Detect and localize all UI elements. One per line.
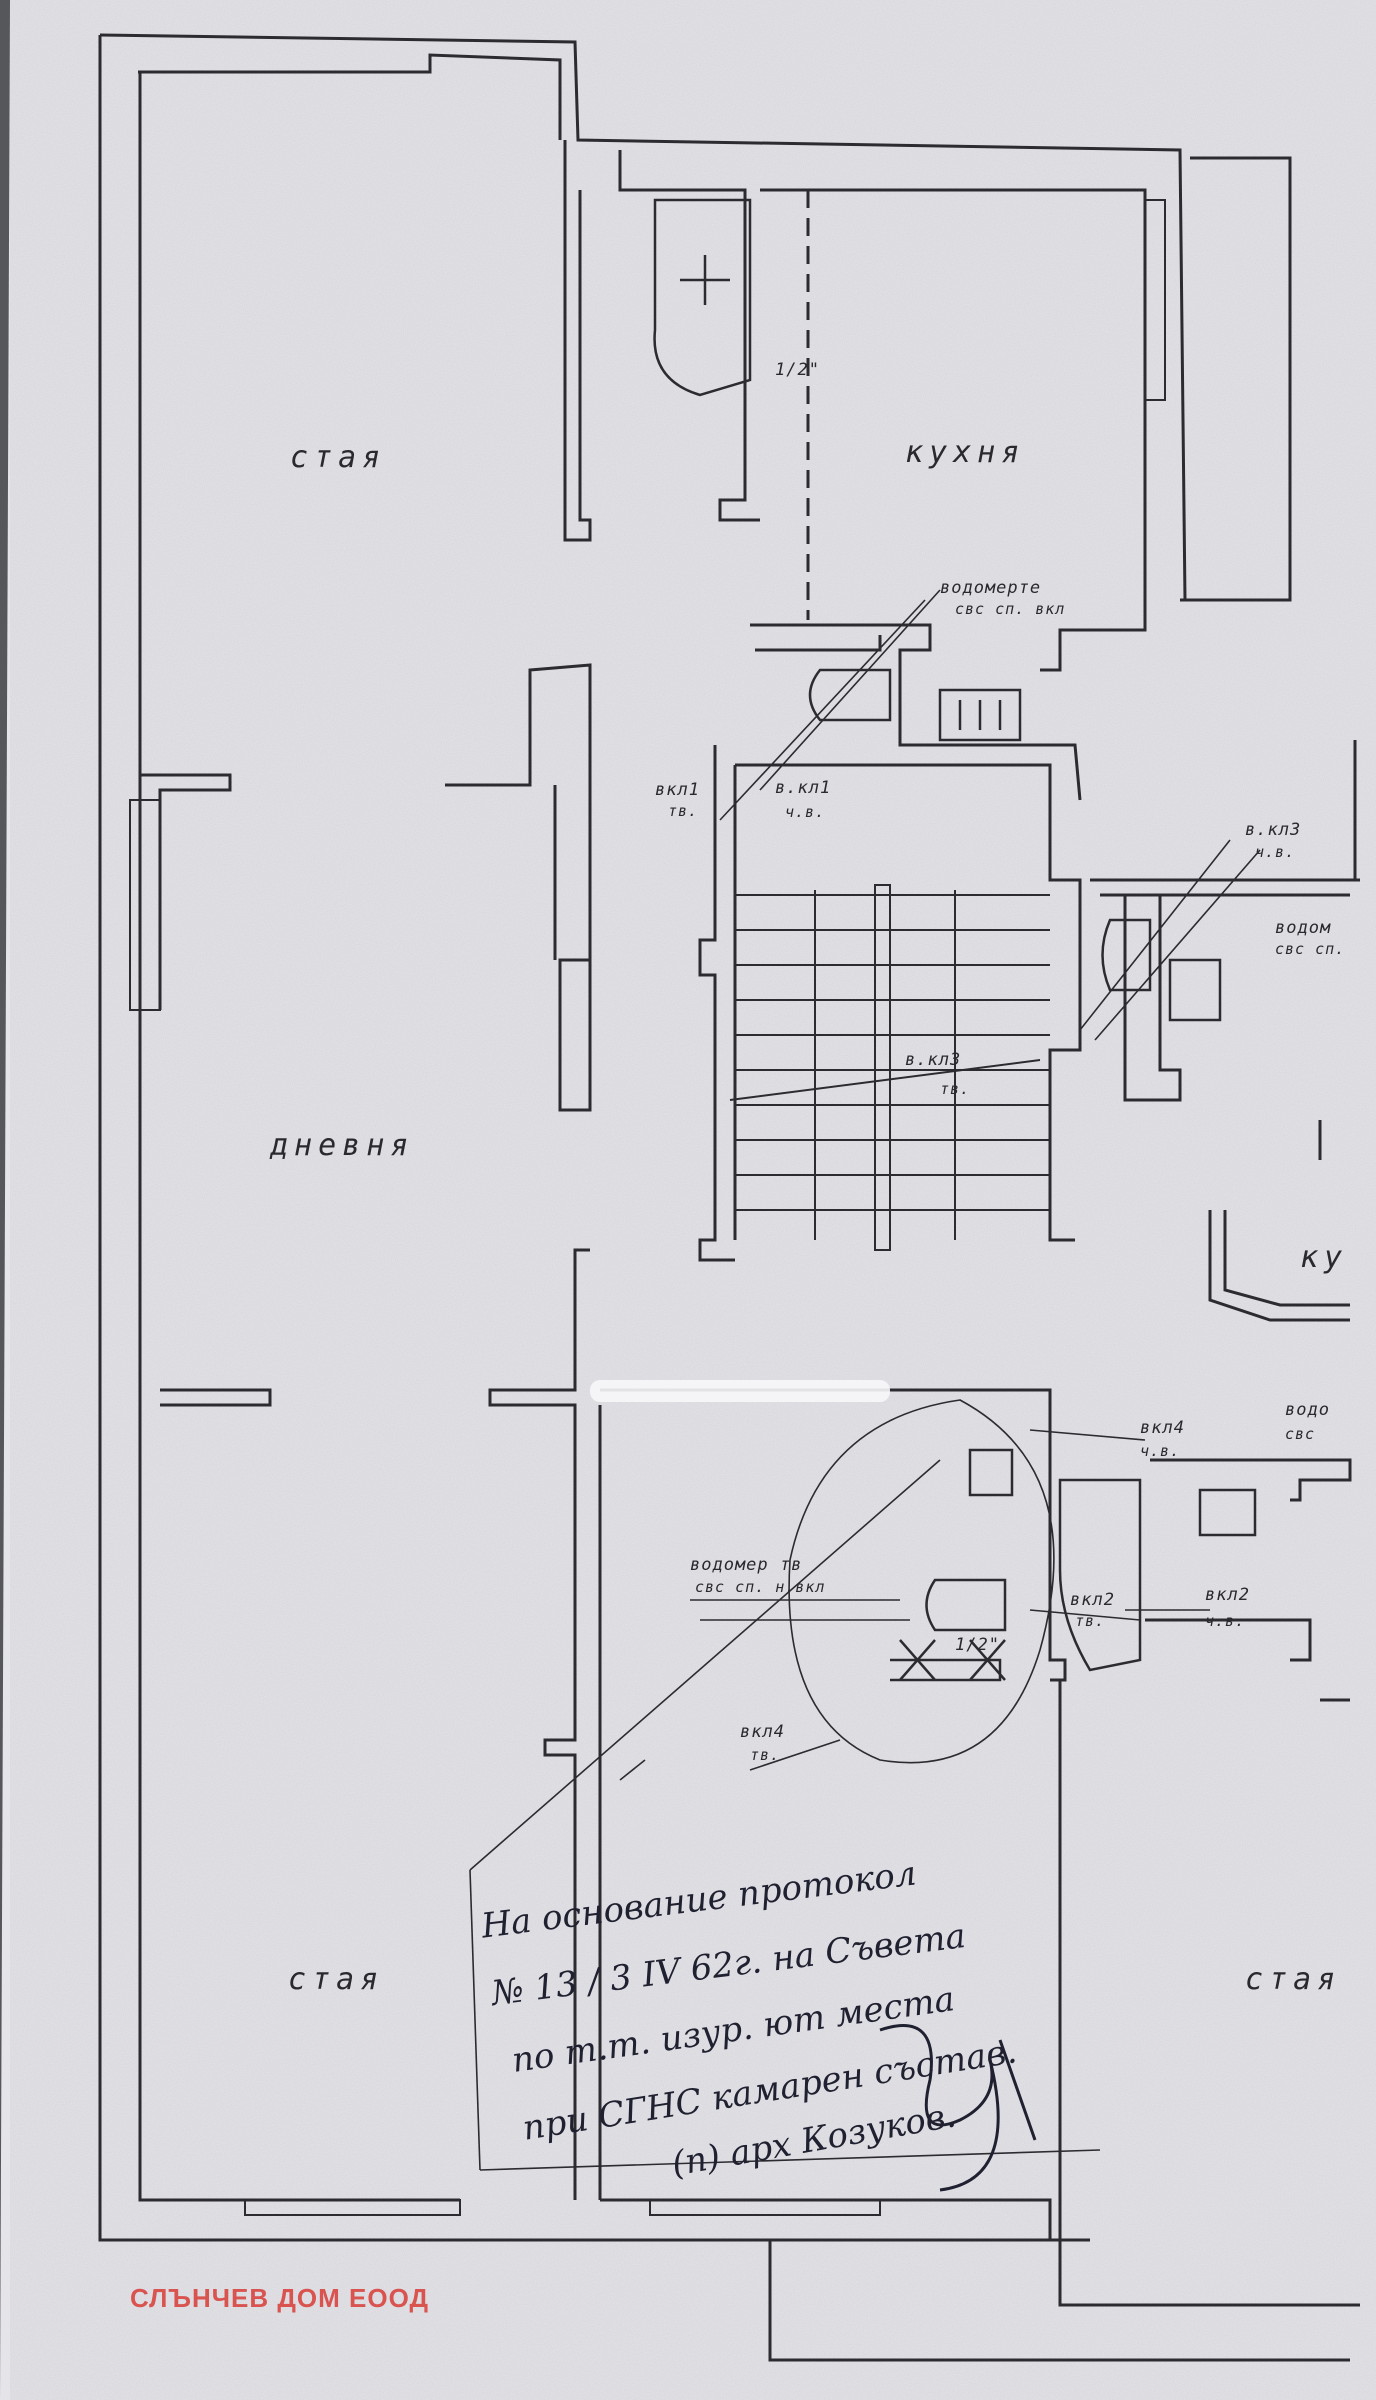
label-vkl2-b: вкл2 [1205, 1585, 1250, 1605]
label-vkl1-a-sub: тв. [668, 802, 699, 820]
label-water-meter-top-1: водомерте [940, 578, 1042, 598]
signature-scribble [879, 2024, 1037, 2192]
room-label-top-left: стая [290, 440, 387, 475]
label-water-meter-far-right-2: свс [1285, 1425, 1316, 1443]
label-vkl2-b-sub: ч.в. [1205, 1612, 1246, 1630]
label-vkl4-right: вкл4 [1140, 1418, 1185, 1438]
label-vkl3-top-sub: ч.в. [1255, 843, 1296, 861]
bathtub-top [653, 198, 752, 397]
outer-walls [98, 33, 1187, 2242]
label-half-inch-top: 1/2" [775, 360, 820, 380]
paper-smudge [590, 1380, 890, 1402]
room-label-bottom-left: стая [288, 1962, 385, 1997]
label-half-inch-mid: 1/2" [955, 1635, 1000, 1655]
leader-lines [469, 589, 1261, 2171]
room-label-bottom-right: стая [1245, 1962, 1342, 1997]
room-label-kitchen-right: ку [1300, 1240, 1349, 1275]
room-label-living: дневня [270, 1128, 415, 1163]
partition-walls [445, 663, 1052, 2202]
label-water-meter-right-1: водом [1275, 918, 1332, 938]
label-vkl1-b-sub: ч.в. [785, 803, 826, 821]
label-vkl4-right-sub: ч.в. [1140, 1442, 1181, 1460]
bathroom-mid [788, 1399, 1055, 1764]
toilet-top [808, 668, 1022, 742]
label-vkl3-stair-sub: тв. [940, 1080, 971, 1098]
staircase [698, 745, 1082, 1262]
label-water-meter-far-right-1: водо [1285, 1400, 1330, 1420]
label-vkl4-bottom-sub: тв. [750, 1746, 781, 1764]
right-walls [768, 740, 1360, 2362]
company-watermark: СЛЪНЧЕВ ДОМ ЕООД [130, 2283, 429, 2313]
label-vkl1-a: вкл1 [655, 780, 700, 800]
label-water-meter-top-2: свс сп. вкл [955, 600, 1066, 618]
label-vkl3-stair: в.кл3 [905, 1050, 962, 1070]
label-water-meter-mid-2: свс сп. н.вкл [695, 1578, 826, 1596]
label-vkl3-top: в.кл3 [1245, 820, 1302, 840]
kitchen-bath-walls [563, 140, 1292, 801]
label-water-meter-mid-1: водомер тв [690, 1555, 803, 1575]
label-water-meter-right-2: свс сп. [1275, 940, 1346, 958]
label-vkl2-a: вкл2 [1070, 1590, 1115, 1610]
label-vkl4-bottom: вкл4 [740, 1722, 785, 1742]
room-label-kitchen: кухня [905, 435, 1026, 470]
label-vkl2-a-sub: тв. [1075, 1612, 1106, 1630]
label-vkl1-b: в.кл1 [775, 778, 832, 798]
